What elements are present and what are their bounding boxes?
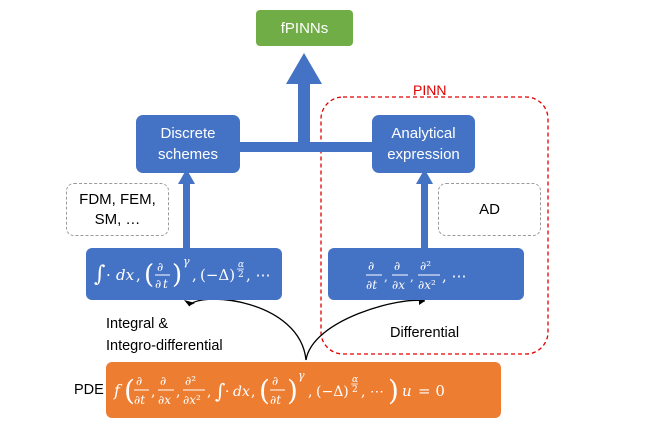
svg-text:,: ,	[410, 270, 414, 284]
methods-note: FDM, FEM, SM, …	[66, 183, 169, 236]
integral-curve-arrow	[188, 298, 307, 361]
svg-text:∂x: ∂x	[158, 393, 171, 407]
differential-operators-box: ∂ ∂t , ∂ ∂x , ∂² ∂x² , ⋯	[328, 248, 524, 300]
svg-text:(: (	[124, 374, 135, 407]
svg-text:·: ·	[106, 266, 111, 284]
integral-edge-label: Integral & Integro-differential	[106, 315, 223, 355]
analytical-expression-line2: expression	[387, 146, 460, 163]
integral-operators-formula: ∫ · dx , ( ∂ ∂t ) γ , (−Δ) α 2 , ⋯	[94, 255, 271, 291]
big-arrow-shaft	[298, 82, 310, 144]
svg-text:(−Δ): (−Δ)	[200, 266, 235, 284]
integral-operators-box: ∫ · dx , ( ∂ ∂t ) γ , (−Δ) α 2 , ⋯	[86, 248, 282, 300]
svg-text:∂: ∂	[272, 374, 278, 388]
svg-text:∂: ∂	[160, 374, 166, 388]
svg-text:,: ,	[136, 266, 141, 284]
svg-text:∂t: ∂t	[366, 278, 377, 292]
pinn-group-outline	[320, 96, 549, 355]
svg-text:t: t	[163, 277, 168, 291]
svg-text:, ⋯: , ⋯	[361, 384, 384, 400]
integral-edge-line1: Integral &	[106, 316, 169, 332]
discrete-schemes-line2: schemes	[157, 146, 219, 163]
discrete-schemes-line1: Discrete	[160, 125, 216, 142]
svg-text:(: (	[259, 374, 270, 407]
svg-text:,: ,	[384, 270, 388, 284]
svg-text:dx: dx	[233, 384, 250, 400]
left-arrow-shaft	[183, 182, 190, 248]
svg-text:∫: ∫	[94, 262, 106, 287]
integral-curve-arrowhead	[184, 300, 195, 306]
svg-text:): )	[388, 374, 399, 407]
svg-text:,: ,	[192, 266, 197, 284]
svg-text:∂²: ∂²	[420, 259, 431, 273]
methods-line2: SM, …	[94, 210, 141, 228]
pde-formula: f ( ∂ ∂t , ∂ ∂x , ∂² ∂x² , ∫ · dx , ( ∂	[113, 369, 445, 407]
svg-text:,: ,	[207, 384, 211, 400]
discrete-schemes-node: Discrete schemes	[136, 115, 240, 173]
fpinns-label: fPINNs	[280, 19, 329, 37]
svg-text:= 0: = 0	[418, 382, 445, 400]
svg-text:∂x²: ∂x²	[183, 393, 201, 407]
svg-text:): )	[172, 260, 182, 290]
ad-label: AD	[479, 200, 500, 218]
svg-text:dx: dx	[116, 266, 135, 284]
svg-text:∂t: ∂t	[270, 393, 281, 407]
methods-line1: FDM, FEM,	[79, 190, 156, 208]
pde-label: PDE	[74, 382, 104, 398]
svg-text:f: f	[113, 381, 123, 400]
svg-text:u: u	[402, 382, 412, 400]
svg-text:∂x²: ∂x²	[418, 278, 436, 292]
svg-text:∂: ∂	[155, 277, 161, 291]
svg-text:,: ,	[251, 384, 255, 400]
svg-text:,: ,	[308, 384, 312, 400]
svg-text:γ: γ	[183, 255, 190, 268]
svg-text:∂: ∂	[394, 259, 400, 273]
svg-text:·: ·	[225, 384, 229, 400]
svg-text:, ⋯: , ⋯	[246, 266, 271, 284]
fpinns-node: fPINNs	[256, 10, 353, 46]
svg-text:,: ,	[151, 384, 155, 400]
left-arrow-head	[178, 169, 195, 184]
analytical-expression-node: Analytical expression	[372, 115, 475, 173]
svg-text:2: 2	[238, 270, 244, 280]
svg-text:(−Δ): (−Δ)	[316, 384, 349, 400]
right-arrow-shaft	[421, 182, 428, 248]
svg-text:α: α	[352, 375, 358, 385]
svg-text:∂t: ∂t	[134, 393, 145, 407]
pinn-group-label: PINN	[413, 82, 447, 98]
ad-note: AD	[438, 183, 541, 236]
right-arrow-head	[416, 169, 433, 184]
big-arrow-head	[286, 53, 322, 84]
svg-text:(: (	[144, 260, 154, 290]
svg-text:∂x: ∂x	[392, 278, 405, 292]
svg-text:∂: ∂	[368, 259, 374, 273]
svg-text:∂: ∂	[136, 374, 142, 388]
svg-text:): )	[287, 374, 298, 407]
svg-text:γ: γ	[298, 369, 305, 382]
svg-text:, ⋯: , ⋯	[442, 267, 467, 285]
pde-formula-box: f ( ∂ ∂t , ∂ ∂x , ∂² ∂x² , ∫ · dx , ( ∂	[106, 362, 501, 418]
svg-text:2: 2	[352, 385, 358, 395]
differential-curve-arrow	[305, 299, 426, 361]
svg-text:∫: ∫	[215, 379, 225, 403]
merge-bar	[240, 142, 372, 152]
svg-text:∂: ∂	[157, 260, 163, 274]
svg-text:,: ,	[176, 384, 180, 400]
svg-text:α: α	[238, 260, 244, 270]
differential-edge-label: Differential	[390, 325, 460, 341]
differential-operators-formula: ∂ ∂t , ∂ ∂x , ∂² ∂x² , ⋯	[366, 259, 467, 292]
svg-text:∂²: ∂²	[185, 374, 196, 388]
integral-edge-line2: Integro-differential	[106, 338, 223, 354]
analytical-expression-line1: Analytical	[391, 125, 456, 142]
